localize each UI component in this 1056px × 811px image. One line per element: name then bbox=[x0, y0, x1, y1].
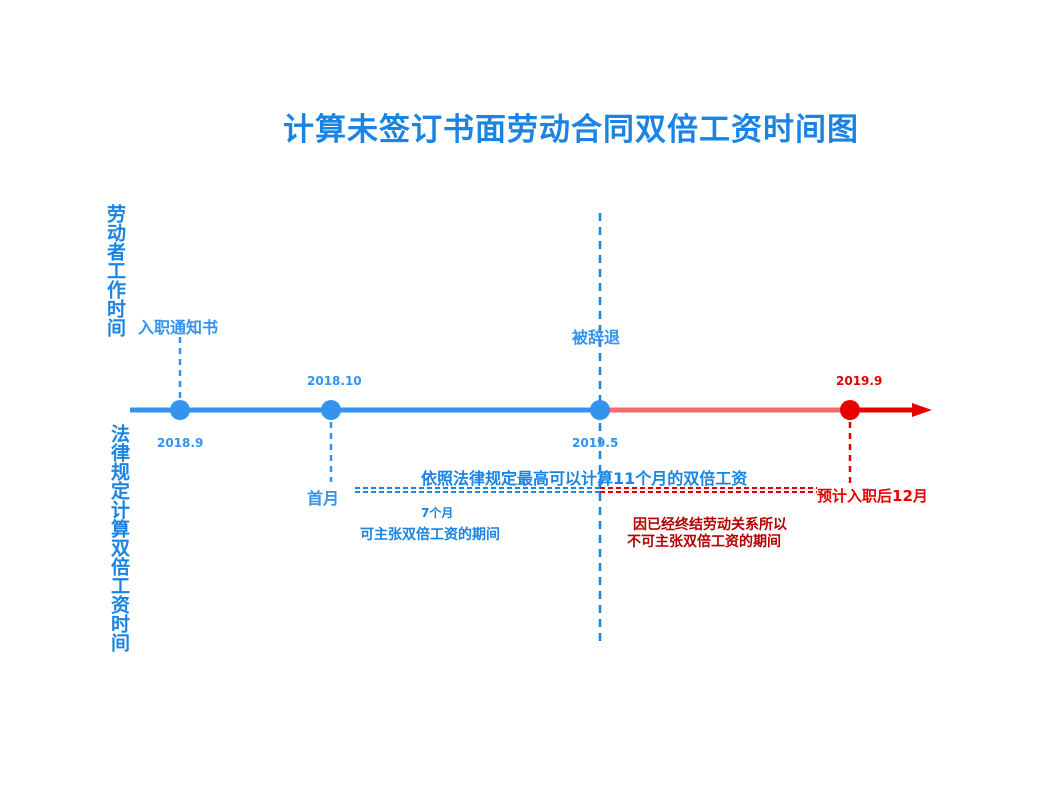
timeline-arrow-head bbox=[912, 403, 932, 417]
point-2018-9 bbox=[170, 400, 190, 420]
worker-time-label: 劳动者工作时间 bbox=[104, 204, 126, 337]
first-month-label: 首月 bbox=[307, 489, 340, 508]
point-2019-5 bbox=[590, 400, 610, 420]
date-2019-9: 2019.9 bbox=[836, 374, 883, 388]
claimable-period-label: 可主张双倍工资的期间 bbox=[360, 527, 500, 543]
not-claimable-line-1: 因已经终结劳动关系所以 bbox=[633, 517, 787, 533]
seven-months-label: 7个月 bbox=[421, 506, 454, 520]
date-2018-10: 2018.10 bbox=[307, 374, 362, 388]
date-2018-9: 2018.9 bbox=[157, 436, 204, 450]
law-max-label: 依照法律规定最高可以计算11个月的双倍工资 bbox=[421, 469, 748, 488]
point-2018-10 bbox=[321, 400, 341, 420]
offer-label: 入职通知书 bbox=[138, 318, 219, 337]
dismissed-label: 被辞退 bbox=[572, 328, 621, 347]
legal-time-label: 法律规定计算双倍工资时间 bbox=[108, 424, 130, 652]
expected-12-months-label: 预计入职后12月 bbox=[817, 485, 928, 506]
page-title: 计算未签订书面劳动合同双倍工资时间图 bbox=[283, 112, 859, 148]
date-2019-5: 2019.5 bbox=[572, 436, 619, 450]
not-claimable-line-2: 不可主张双倍工资的期间 bbox=[627, 534, 781, 550]
point-2019-9 bbox=[840, 400, 860, 420]
